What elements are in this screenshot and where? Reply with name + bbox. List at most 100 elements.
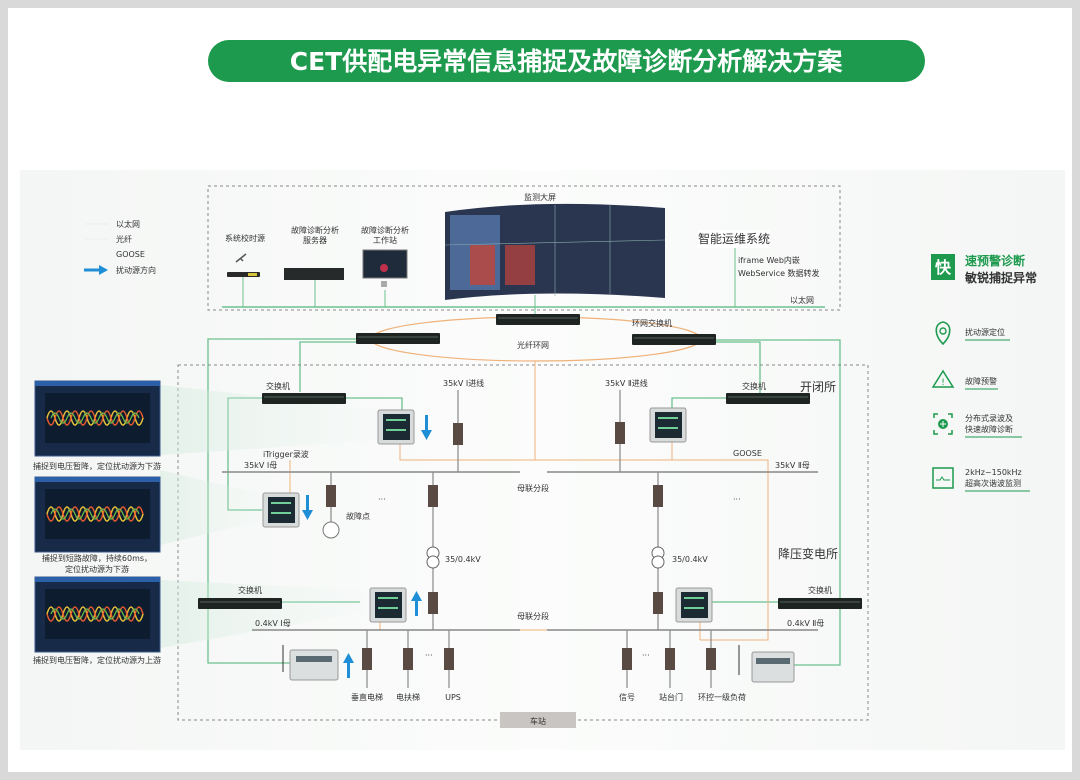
goose-label: GOOSE	[733, 449, 762, 458]
breaker	[444, 648, 454, 670]
breaker	[653, 485, 663, 507]
gateway-device-left	[282, 645, 339, 681]
meter-incoming-2	[649, 407, 687, 443]
feature-panel: 快 速预警诊断 敏锐捕捉异常 扰动源定位 ! 故障预警 分布式录波及 快速故障诊…	[931, 253, 1037, 492]
switch-label-4: 交换机	[808, 585, 832, 595]
badge-label: 快	[935, 258, 952, 277]
switch-label-1: 交换机	[266, 381, 290, 391]
gps-clock-device	[227, 253, 260, 277]
transformer-2-label: 35/0.4kV	[672, 555, 708, 564]
legend-fiber: 光纤	[116, 234, 132, 244]
load-elevator: 垂直电梯	[351, 692, 383, 702]
feature-4-line-2: 超高次谐波监测	[965, 478, 1021, 488]
location-pin-icon	[935, 321, 951, 346]
breaker	[706, 648, 716, 670]
feature-2: 故障预警	[965, 376, 997, 386]
bus-04kv-2-label: 0.4kV Ⅱ母	[787, 619, 824, 628]
ellipsis: ···	[733, 495, 741, 504]
legend: 以太网 光纤 GOOSE 扰动源方向	[84, 219, 156, 275]
breaker	[403, 648, 413, 670]
breaker	[622, 648, 632, 670]
load-ups: UPS	[445, 693, 461, 702]
transformer-icon	[426, 546, 440, 569]
load-hvac: 环控一级负荷	[698, 692, 746, 702]
gateway-device-right	[738, 645, 795, 683]
meter-incoming-1	[377, 409, 415, 445]
load-escalator: 电扶梯	[396, 692, 420, 702]
load-signal: 信号	[619, 692, 635, 702]
breaker	[326, 485, 336, 507]
bus-tie-04kv-label: 母联分段	[517, 611, 549, 621]
switch-35kv-2	[726, 393, 810, 404]
server-label-1: 故障诊断分析	[291, 225, 339, 235]
disturbance-arrows	[302, 415, 432, 678]
feature-1: 扰动源定位	[965, 327, 1005, 337]
waveform-screenshot-1	[34, 380, 161, 457]
substation-label: 降压变电所	[778, 546, 838, 561]
station-box	[177, 364, 869, 721]
load-platform-door: 站台门	[659, 692, 683, 702]
panel-subheading: 敏锐捕捉异常	[964, 270, 1037, 285]
ring-switch-right	[632, 334, 716, 345]
transformer-icon	[651, 546, 665, 569]
workstation-label-1: 故障诊断分析	[361, 225, 409, 235]
scan-plus-icon	[933, 413, 953, 435]
legend-ethernet: 以太网	[116, 219, 140, 229]
legend-disturbance-direction: 扰动源方向	[116, 265, 156, 275]
ellipsis: ···	[425, 651, 433, 660]
ellipsis: ···	[378, 495, 386, 504]
arrow-up-icon	[343, 653, 354, 678]
title-banner: CET供配电异常信息捕捉及故障诊断分析解决方案	[208, 40, 925, 82]
itrigger-label: iTrigger录波	[263, 449, 309, 459]
switching-station-label: 开闭所	[800, 380, 836, 394]
switch-label-3: 交换机	[238, 585, 262, 595]
meter-04kv-1	[369, 587, 407, 623]
ops-system-box	[698, 230, 770, 248]
monitor-wall	[444, 203, 666, 300]
feature-4-line-1: 2kHz~150kHz	[965, 468, 1022, 477]
legend-goose: GOOSE	[116, 250, 145, 259]
badge-box	[931, 254, 955, 280]
meter-04kv-2	[675, 587, 713, 623]
bus-tie-35kv-label: 母联分段	[517, 483, 549, 493]
bus-35kv-1-label: 35kV Ⅰ母	[244, 461, 277, 470]
breaker	[428, 592, 438, 614]
busbars	[222, 471, 818, 631]
monitor-wall-label: 监测大屏	[524, 192, 556, 202]
workstation-monitor	[362, 249, 408, 287]
caption-2-line-1: 捕捉到短路故障，持续60ms，	[42, 553, 152, 563]
bus-04kv-1-label: 0.4kV Ⅰ母	[255, 619, 291, 628]
ops-system-label: 智能运维系统	[698, 231, 770, 246]
caption-1: 捕捉到电压暂降，定位扰动源为下游	[33, 461, 161, 471]
feature-3-line-2: 快速故障诊断	[965, 424, 1013, 434]
arrow-right-icon	[84, 265, 108, 275]
breaker	[665, 648, 675, 670]
diagnosis-server	[284, 268, 344, 280]
bus-35kv-2-label: 35kV Ⅱ母	[775, 461, 810, 470]
breaker	[428, 485, 438, 507]
caption-3: 捕捉到电压暂降，定位扰动源为上游	[33, 655, 161, 665]
webservice-label: WebService 数据转发	[738, 268, 820, 278]
station-tag	[500, 712, 576, 728]
station-label: 车站	[530, 716, 546, 726]
caption-2-line-2: 定位扰动源为下游	[65, 564, 129, 574]
arrow-down-icon	[302, 495, 313, 520]
ring-switch-label: 环网交换机	[632, 318, 672, 328]
page-title: CET供配电异常信息捕捉及故障诊断分析解决方案	[290, 47, 843, 76]
transformer-1-label: 35/0.4kV	[445, 555, 481, 564]
fiber-ring-label: 光纤环网	[517, 340, 549, 350]
ethernet-label: 以太网	[790, 295, 814, 305]
switch-04kv-2	[778, 598, 862, 609]
breaker	[453, 423, 463, 445]
arrow-up-icon	[411, 591, 422, 616]
switch-35kv-1	[262, 393, 346, 404]
ring-switch-top	[496, 314, 580, 325]
breaker	[615, 422, 625, 444]
meter-feeder	[262, 492, 300, 528]
arrow-down-icon	[421, 415, 432, 440]
iframe-label: iframe Web内嵌	[738, 255, 800, 265]
panel-heading: 速预警诊断	[965, 253, 1025, 268]
time-source-label: 系统校时源	[225, 233, 265, 243]
harmonic-wave-icon	[932, 467, 954, 489]
